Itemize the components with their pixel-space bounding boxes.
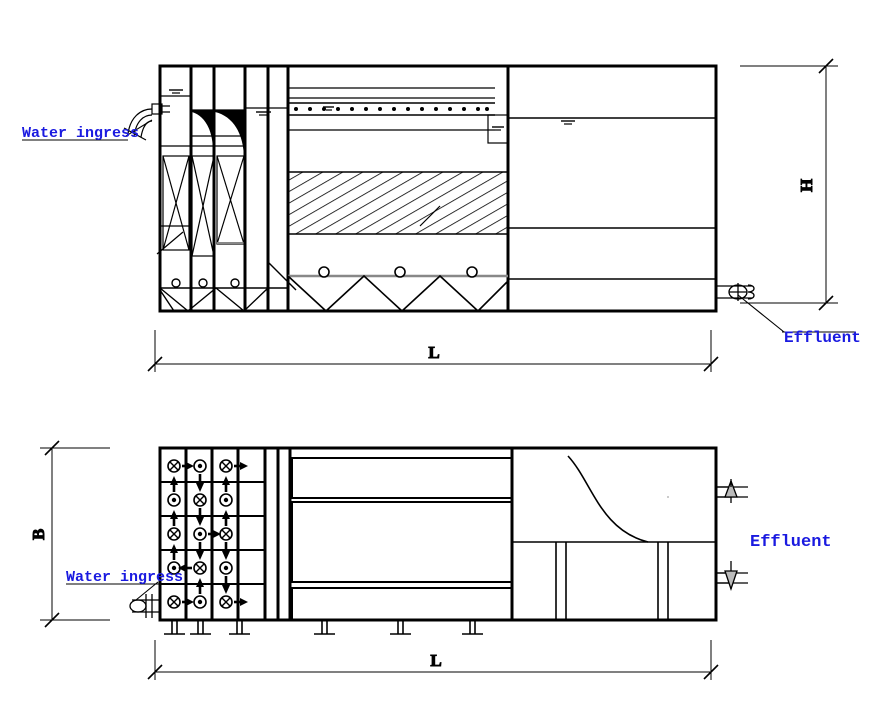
inlet-chamber-detail (160, 89, 191, 227)
support-legs (164, 620, 483, 635)
effluent-outlet-pipe (716, 283, 755, 301)
v-shaped-sludge-hopper (267, 261, 509, 313)
plan-grid-rows (160, 481, 265, 585)
flow-symbol (193, 459, 207, 473)
dimension-height: H (740, 58, 838, 311)
water-ingress-text-elevation: Water ingress (22, 125, 139, 142)
water-ingress-label-elevation: Water ingress (22, 119, 153, 142)
flow-symbol (193, 595, 207, 609)
support-leg (164, 620, 185, 635)
clearwell-chamber-lines (508, 117, 716, 280)
flow-arrows (170, 462, 248, 606)
dimension-length-plan: L (147, 640, 719, 680)
flow-symbol (219, 561, 233, 575)
elevation-view: Effluent Water ingress H L (22, 58, 861, 372)
elevation-top-bands (191, 107, 288, 147)
flow-symbol (219, 493, 233, 507)
flow-symbol (167, 493, 181, 507)
flow-symbol (193, 561, 207, 575)
water-ingress-label-plan: Water ingress (66, 569, 183, 601)
dimension-breadth-text: B (29, 529, 48, 540)
effluent-text-elevation: Effluent (784, 329, 861, 347)
flow-symbol (193, 493, 207, 507)
flow-symbol (219, 595, 233, 609)
overflow-box (487, 114, 509, 144)
left-sludge-hopper (159, 278, 288, 312)
dimension-breadth: B (29, 440, 110, 628)
baffle-fill-shapes (192, 110, 244, 160)
water-level-symbol-2 (256, 111, 271, 116)
dimension-height-text: H (797, 179, 816, 192)
support-leg (229, 620, 250, 635)
media-panels (156, 155, 245, 257)
hatched-filter-media (288, 171, 508, 235)
effluent-label-elevation: Effluent (737, 294, 861, 347)
flow-symbol (167, 459, 181, 473)
support-leg (314, 620, 335, 635)
water-level-symbol-3 (561, 120, 575, 125)
dimension-length-elevation: L (147, 330, 719, 372)
water-ingress-text-plan: Water ingress (66, 569, 183, 586)
flow-symbol (167, 527, 181, 541)
flow-symbol (219, 527, 233, 541)
water-inlet-pipe (123, 103, 170, 141)
support-leg (390, 620, 411, 635)
flow-symbol (193, 527, 207, 541)
support-leg (462, 620, 483, 635)
plan-right-chamber (512, 455, 716, 620)
internal-baffle-drops (189, 150, 270, 278)
effluent-text-plan: Effluent (750, 533, 832, 552)
flow-symbol (219, 459, 233, 473)
dimension-length-elevation-text: L (428, 343, 439, 362)
dimension-length-plan-text: L (430, 651, 441, 670)
distribution-header-nozzles (288, 87, 495, 131)
flow-symbol (167, 595, 181, 609)
water-level-symbol (169, 89, 183, 94)
elevation-tank-shell (158, 64, 718, 313)
plan-effluent-pipe-bottom (715, 561, 748, 592)
plan-view: Water ingress Effluent B L (29, 440, 832, 680)
plan-effluent-pipe-top (715, 479, 748, 503)
flow-grid (167, 459, 233, 609)
nozzle-dots (294, 107, 489, 111)
support-leg (190, 620, 211, 635)
